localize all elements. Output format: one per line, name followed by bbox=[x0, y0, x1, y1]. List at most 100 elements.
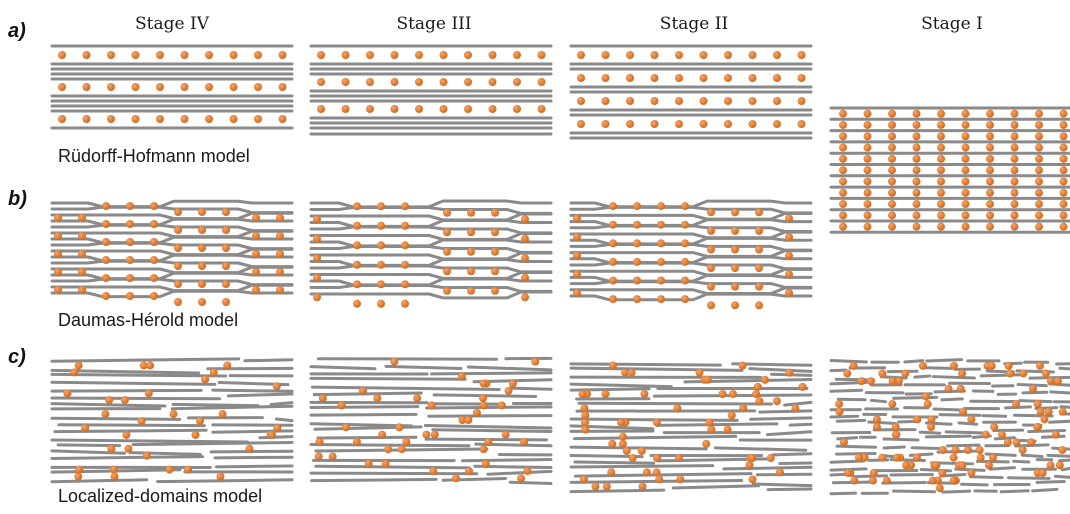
graphene-layer bbox=[311, 407, 418, 408]
lithium-ion bbox=[313, 274, 321, 282]
lithium-ion bbox=[573, 233, 581, 241]
graphene-layer bbox=[311, 253, 551, 259]
lithium-ion bbox=[675, 97, 683, 105]
lithium-ion bbox=[798, 51, 806, 59]
lithium-ion bbox=[110, 466, 118, 474]
graphene-layer bbox=[831, 390, 862, 391]
lithium-ion bbox=[638, 447, 646, 455]
lithium-ion bbox=[268, 431, 276, 439]
lithium-ion bbox=[342, 105, 350, 113]
lithium-ion bbox=[78, 286, 86, 294]
lithium-ion bbox=[313, 235, 321, 243]
lithium-ion bbox=[377, 222, 385, 230]
lithium-ion bbox=[230, 83, 238, 91]
lithium-ion bbox=[102, 202, 110, 210]
lithium-ion bbox=[864, 132, 872, 140]
lithium-ion bbox=[150, 274, 158, 282]
lithium-ion bbox=[857, 377, 865, 385]
graphene-layer bbox=[571, 226, 811, 232]
lithium-ion bbox=[958, 369, 966, 377]
lithium-ion bbox=[724, 74, 732, 82]
lithium-ion bbox=[174, 208, 182, 216]
lithium-ion bbox=[573, 215, 581, 223]
lithium-ion bbox=[377, 300, 385, 308]
lithium-ion bbox=[937, 121, 945, 129]
lithium-ion bbox=[102, 292, 110, 300]
graphene-layer bbox=[571, 384, 671, 386]
lithium-ion bbox=[467, 248, 475, 256]
graphene-layer bbox=[433, 430, 551, 432]
lithium-ion bbox=[150, 256, 158, 264]
lithium-ion bbox=[75, 466, 83, 474]
lithium-ion bbox=[657, 221, 665, 229]
lithium-ion bbox=[962, 155, 970, 163]
lithium-ion bbox=[1059, 408, 1067, 416]
lithium-ion bbox=[577, 120, 585, 128]
graphene-layer bbox=[838, 438, 857, 439]
lithium-ion bbox=[580, 404, 588, 412]
graphene-layer bbox=[995, 438, 1014, 439]
lithium-ion bbox=[505, 387, 513, 395]
lithium-ion bbox=[950, 477, 958, 485]
lithium-ion bbox=[609, 239, 617, 247]
graphene-layer bbox=[884, 439, 918, 440]
lithium-ion bbox=[888, 155, 896, 163]
lithium-ion bbox=[198, 244, 206, 252]
lithium-ion bbox=[835, 400, 843, 408]
lithium-ion bbox=[653, 418, 661, 426]
lithium-ion bbox=[145, 389, 153, 397]
graphene-layer bbox=[571, 263, 811, 269]
graphene-layer bbox=[314, 393, 421, 395]
lithium-ion bbox=[937, 223, 945, 231]
lithium-ion bbox=[491, 248, 499, 256]
lithium-ion bbox=[1035, 223, 1043, 231]
lithium-ion bbox=[675, 51, 683, 59]
lithium-ion bbox=[913, 110, 921, 118]
lithium-ion bbox=[657, 239, 665, 247]
lithium-ion bbox=[58, 115, 66, 123]
lithium-ion bbox=[191, 431, 199, 439]
lithium-ion bbox=[731, 283, 739, 291]
lithium-ion bbox=[913, 211, 921, 219]
lithium-ion bbox=[443, 209, 451, 217]
lithium-ion bbox=[1060, 121, 1068, 129]
lithium-ion bbox=[273, 424, 281, 432]
lithium-ion bbox=[843, 369, 851, 377]
lithium-ion bbox=[913, 166, 921, 174]
lithium-ion bbox=[958, 461, 966, 469]
lithium-ion bbox=[839, 211, 847, 219]
lithium-ion bbox=[681, 221, 689, 229]
lithium-ion bbox=[755, 264, 763, 272]
lithium-ion bbox=[1060, 200, 1068, 208]
lithium-ion bbox=[761, 376, 769, 384]
lithium-ion bbox=[75, 361, 83, 369]
graphene-layer bbox=[571, 207, 811, 213]
lithium-ion bbox=[609, 362, 617, 370]
lithium-ion bbox=[150, 202, 158, 210]
graphene-layer bbox=[894, 397, 937, 398]
lithium-ion bbox=[521, 235, 529, 243]
lithium-ion bbox=[578, 390, 586, 398]
graphene-layer bbox=[1062, 468, 1070, 469]
lithium-ion bbox=[937, 132, 945, 140]
lithium-ion bbox=[617, 418, 625, 426]
lithium-ion bbox=[373, 394, 381, 402]
lithium-ion bbox=[913, 415, 921, 423]
lithium-ion bbox=[749, 97, 757, 105]
lithium-ion bbox=[681, 202, 689, 210]
graphene-layer bbox=[905, 361, 923, 362]
lithium-ion bbox=[913, 454, 921, 462]
lithium-ion bbox=[939, 446, 947, 454]
lithium-ion bbox=[888, 110, 896, 118]
lithium-ion bbox=[651, 97, 659, 105]
lithium-ion bbox=[338, 401, 346, 409]
lithium-ion bbox=[317, 78, 325, 86]
lithium-ion bbox=[729, 390, 737, 398]
lithium-ion bbox=[198, 280, 206, 288]
lithium-ion bbox=[888, 200, 896, 208]
lithium-ion bbox=[681, 239, 689, 247]
lithium-ion bbox=[440, 51, 448, 59]
lithium-ion bbox=[913, 200, 921, 208]
lithium-ion bbox=[626, 74, 634, 82]
graphene-layer bbox=[311, 247, 551, 253]
